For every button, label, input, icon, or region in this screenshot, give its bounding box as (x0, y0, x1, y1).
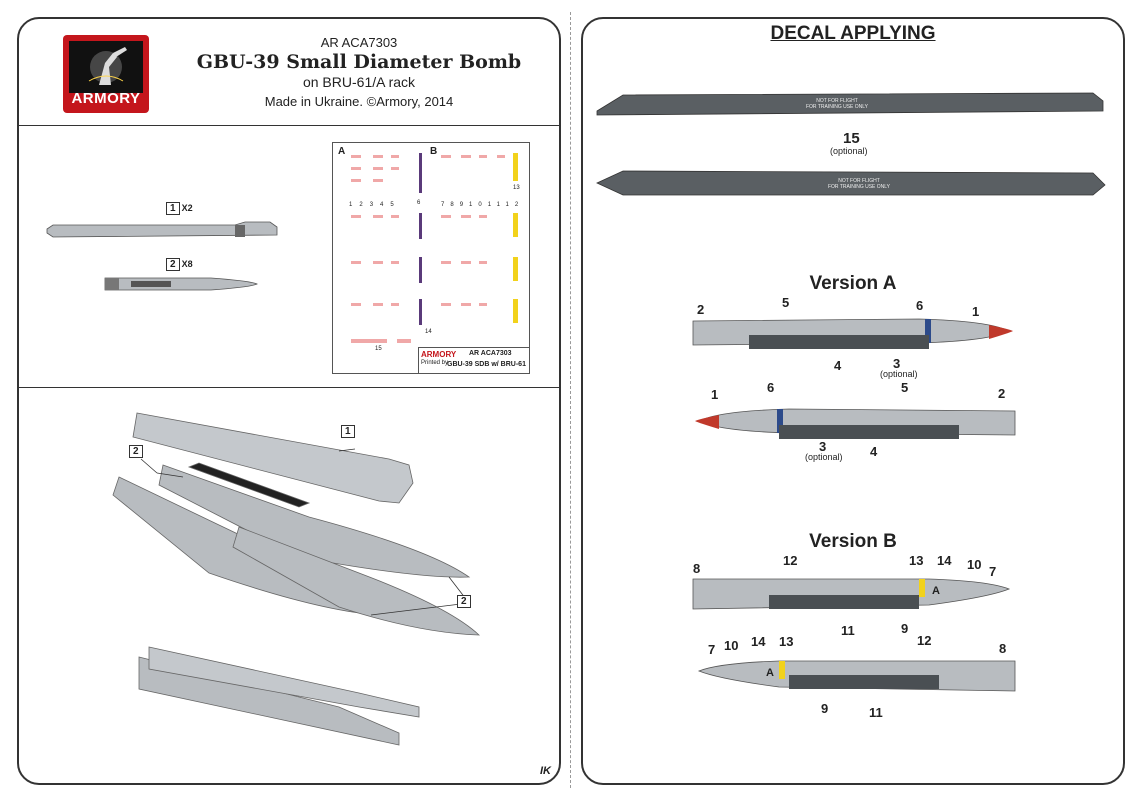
part2-qty: X8 (181, 259, 193, 269)
va-top-2: 2 (697, 302, 705, 317)
sheet-number-13: 13 (513, 185, 520, 191)
vb-top-14: 14 (937, 553, 952, 568)
vb-top-10: 10 (967, 557, 982, 572)
decal-15-optional: (optional) (830, 146, 868, 156)
assembly-callout-1: 1 (341, 425, 355, 438)
va-top-4: 4 (834, 358, 842, 373)
decal-15-label: 15 (843, 130, 860, 147)
version-a-views (692, 318, 1016, 439)
vb-bot-letter: A (766, 667, 774, 679)
vb-bot-13: 13 (779, 634, 794, 649)
decal-applying-title: DECAL APPLYING (770, 23, 936, 44)
sheet-section-a: A (338, 146, 346, 157)
product-code: AR ACA7303 (320, 35, 398, 50)
sheet-name: GBU-39 SDB w/ BRU-61 (447, 361, 526, 368)
va-top-6: 6 (916, 298, 924, 313)
rack-part-drawing (46, 221, 278, 238)
va-bot-1: 1 (711, 387, 719, 402)
sheet-printed-by: Printed by (421, 360, 449, 366)
sheet-number-15: 15 (375, 346, 382, 352)
armory-logo: ARMORY (63, 35, 149, 113)
version-b-views (692, 578, 1016, 692)
vb-bot-9: 9 (821, 701, 829, 716)
vb-bot-7: 7 (708, 642, 716, 657)
va-bot-3-optional: (optional) (805, 452, 843, 462)
vb-top-13: 13 (909, 553, 924, 568)
sheet-info-box: ARMORY Printed by AR ACA7303 GBU-39 SDB … (418, 347, 529, 373)
sheet-numbers-a: 12345 (349, 202, 401, 208)
part2-number: 2 (166, 258, 180, 271)
vb-top-11: 11 (841, 623, 855, 638)
vb-top-letter: A (932, 585, 940, 597)
vb-bot-14: 14 (751, 634, 766, 649)
sheet-numbers-b: 789101112 (441, 202, 525, 208)
part1-number: 1 (166, 202, 180, 215)
sheet-number-14: 14 (425, 329, 432, 335)
bomb-part-drawing (104, 277, 258, 291)
sheet-code: AR ACA7303 (469, 350, 512, 357)
vb-top-9: 9 (901, 621, 909, 636)
assembly-drawing (112, 412, 481, 746)
made-in-text: Made in Ukraine. ©Armory, 2014 (264, 94, 454, 109)
decal-sheet-art (351, 153, 518, 343)
va-top-3: 3 (893, 356, 901, 371)
illustrator-mark: IK (540, 765, 551, 777)
va-bot-2: 2 (998, 386, 1006, 401)
va-bot-4: 4 (870, 444, 878, 459)
va-bot-3: 3 (819, 439, 827, 454)
vb-top-7: 7 (989, 564, 997, 579)
assembly-callout-2b: 2 (457, 595, 471, 608)
vb-bot-11: 11 (869, 705, 883, 720)
vb-top-12: 12 (783, 553, 798, 568)
vb-bot-12: 12 (917, 633, 932, 648)
vb-top-8: 8 (693, 561, 701, 576)
va-top-3-optional: (optional) (880, 369, 918, 379)
sheet-section-b: B (430, 146, 438, 157)
assembly-callout-2a: 2 (129, 445, 143, 458)
logo-text: ARMORY (71, 90, 141, 107)
instruction-panel: ARMORY AR ACA7303 GBU-39 Small Diameter … (17, 17, 561, 785)
sheet-number-6: 6 (417, 200, 421, 206)
vb-bot-10: 10 (724, 638, 739, 653)
va-bot-6: 6 (767, 380, 775, 395)
decal-sheet: A B 12345 (332, 142, 530, 374)
sheet-brand: ARMORY (421, 350, 457, 359)
header-divider (19, 125, 559, 126)
rack-decal-views (596, 92, 1106, 196)
page-divider (570, 12, 571, 788)
logo-figure (69, 41, 143, 93)
vb-bot-8: 8 (999, 641, 1007, 656)
part1-qty: X2 (181, 203, 193, 213)
product-subtitle: on BRU-61/A rack (302, 74, 416, 90)
section-divider (19, 387, 559, 388)
va-top-5: 5 (782, 295, 790, 310)
va-top-1: 1 (972, 304, 980, 319)
va-bot-5: 5 (901, 380, 909, 395)
version-b-title: Version B (809, 531, 897, 552)
version-a-title: Version A (809, 273, 897, 294)
product-title: GBU-39 Small Diameter Bomb (196, 51, 522, 73)
